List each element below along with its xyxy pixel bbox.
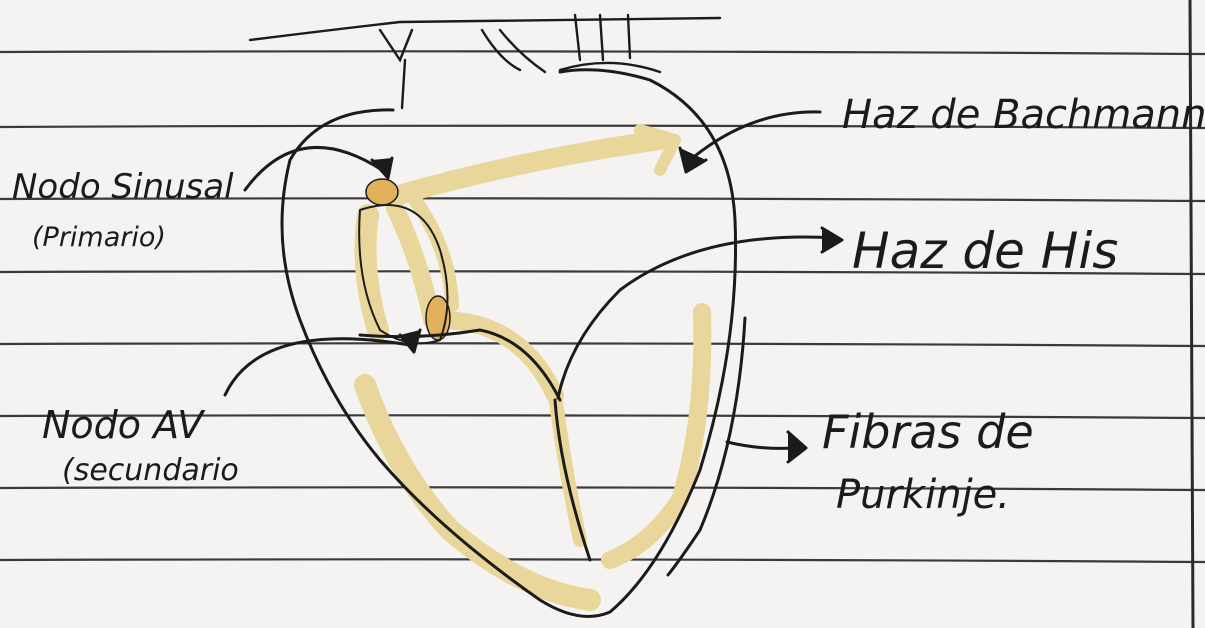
label-purkinje-line2: Purkinje. [836, 472, 1010, 518]
sinus-arrow [245, 147, 385, 190]
sinus-node-shape [366, 179, 398, 205]
label-sinus-node: Nodo Sinusal [12, 167, 234, 207]
bachmann-arrow [690, 112, 820, 160]
label-av-node-note: (secundario [62, 453, 239, 488]
label-sinus-node-note: (Primario) [32, 222, 166, 253]
label-bachmann: Haz de Bachmann [842, 92, 1205, 138]
great-vessels [250, 15, 720, 108]
purkinje-arrow [727, 442, 795, 448]
label-his: Haz de His [852, 222, 1118, 280]
label-purkinje-line1: Fibras de [822, 405, 1034, 459]
label-av-node: Nodo AV [42, 403, 206, 447]
conduction-system [365, 130, 702, 600]
av-arrow [225, 339, 410, 395]
